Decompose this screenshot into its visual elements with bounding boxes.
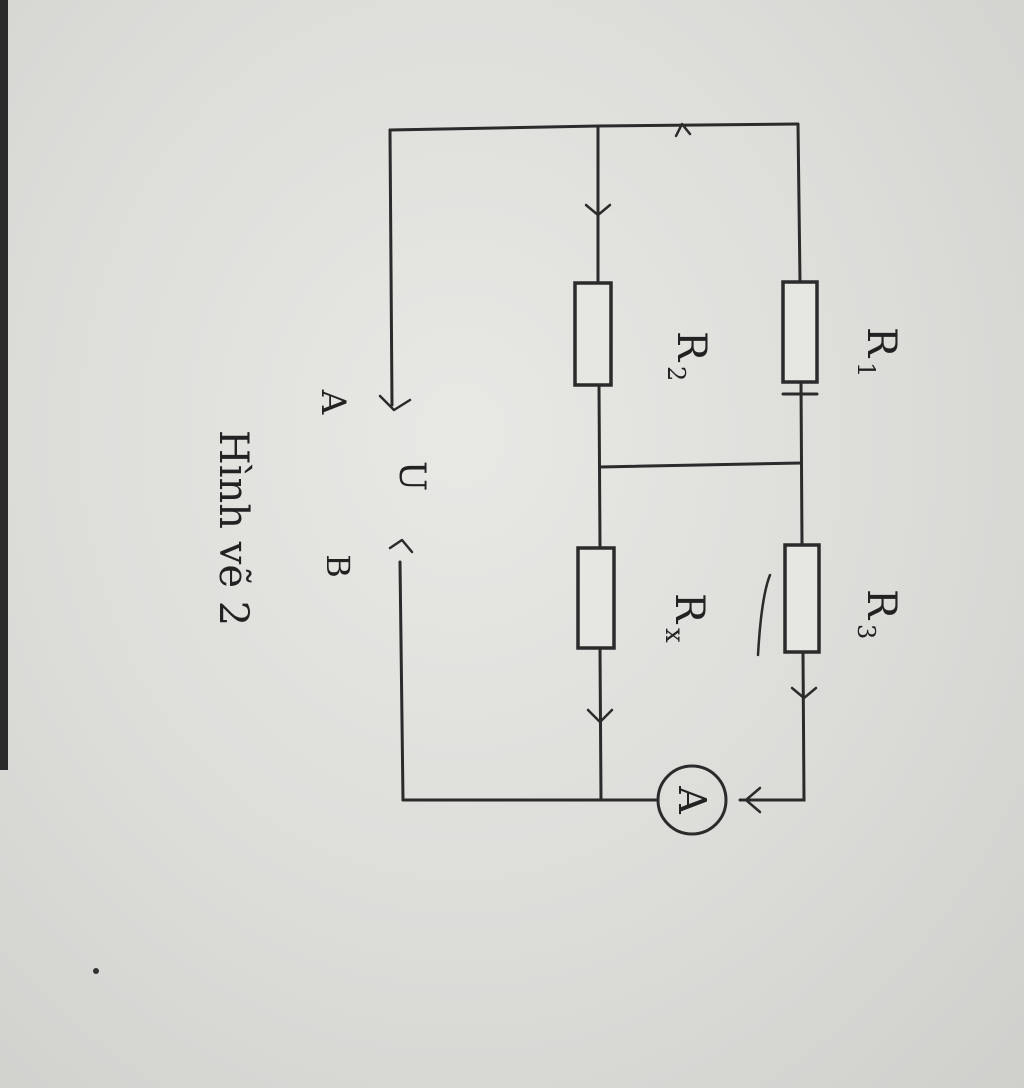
label-terminal-b-letter: B: [319, 554, 357, 578]
wire-right-branch-lower: [738, 650, 806, 802]
figure-caption: Hình vẽ 2: [210, 430, 256, 626]
label-r2-letter: R: [668, 331, 714, 363]
label-r3-letter: R: [858, 589, 904, 621]
arrow-r3-stroke: [756, 573, 772, 657]
label-r3-subscript: 3: [852, 624, 880, 639]
label-r2: R 2: [662, 331, 714, 381]
label-r1: R 1: [852, 327, 904, 377]
label-ammeter-letter: A: [670, 785, 714, 814]
arrow-top-rail: [674, 122, 692, 138]
label-r1-subscript: 1: [852, 362, 880, 377]
arrow-terminal-b: [388, 538, 414, 554]
resistor-r3: [783, 543, 821, 654]
arrow-right-branch-bottom: [790, 686, 818, 700]
caption-text: Hình vẽ 2: [210, 430, 256, 626]
resistor-r1: [781, 280, 819, 384]
wire-group: [388, 122, 806, 802]
ammeter-circle: [656, 764, 728, 836]
label-voltage-letter: U: [391, 461, 432, 491]
arrow-into-ammeter: [744, 786, 762, 814]
arrow-mid-branch-bottom: [586, 708, 614, 724]
label-ammeter: A: [670, 785, 714, 814]
label-r2-subscript: 2: [662, 366, 690, 381]
label-rx: R x: [659, 593, 712, 643]
wire-right-branch-upper: [796, 122, 802, 284]
ink-dot: [93, 968, 99, 974]
page-edge-shadow: [0, 0, 8, 770]
resistor-r2: [573, 281, 613, 387]
label-voltage: U: [391, 461, 432, 491]
label-terminal-b: B: [319, 554, 357, 578]
resistor-rx: [576, 546, 616, 650]
label-r1-letter: R: [858, 327, 904, 359]
label-terminal-a-letter: A: [313, 389, 353, 415]
wire-terminal-a-lead: [388, 128, 394, 407]
label-rx-subscript: x: [659, 628, 689, 643]
wire-top-rail: [388, 122, 800, 132]
label-r3: R 3: [852, 589, 904, 639]
wire-bridge-link: [598, 461, 803, 469]
wire-mid-branch-lower: [598, 646, 603, 802]
arrow-terminal-a: [378, 394, 412, 412]
wire-terminal-b-lead: [398, 560, 405, 802]
arrow-mid-branch-top: [584, 203, 612, 217]
label-terminal-a: A: [313, 389, 353, 415]
label-rx-letter: R: [666, 593, 712, 625]
